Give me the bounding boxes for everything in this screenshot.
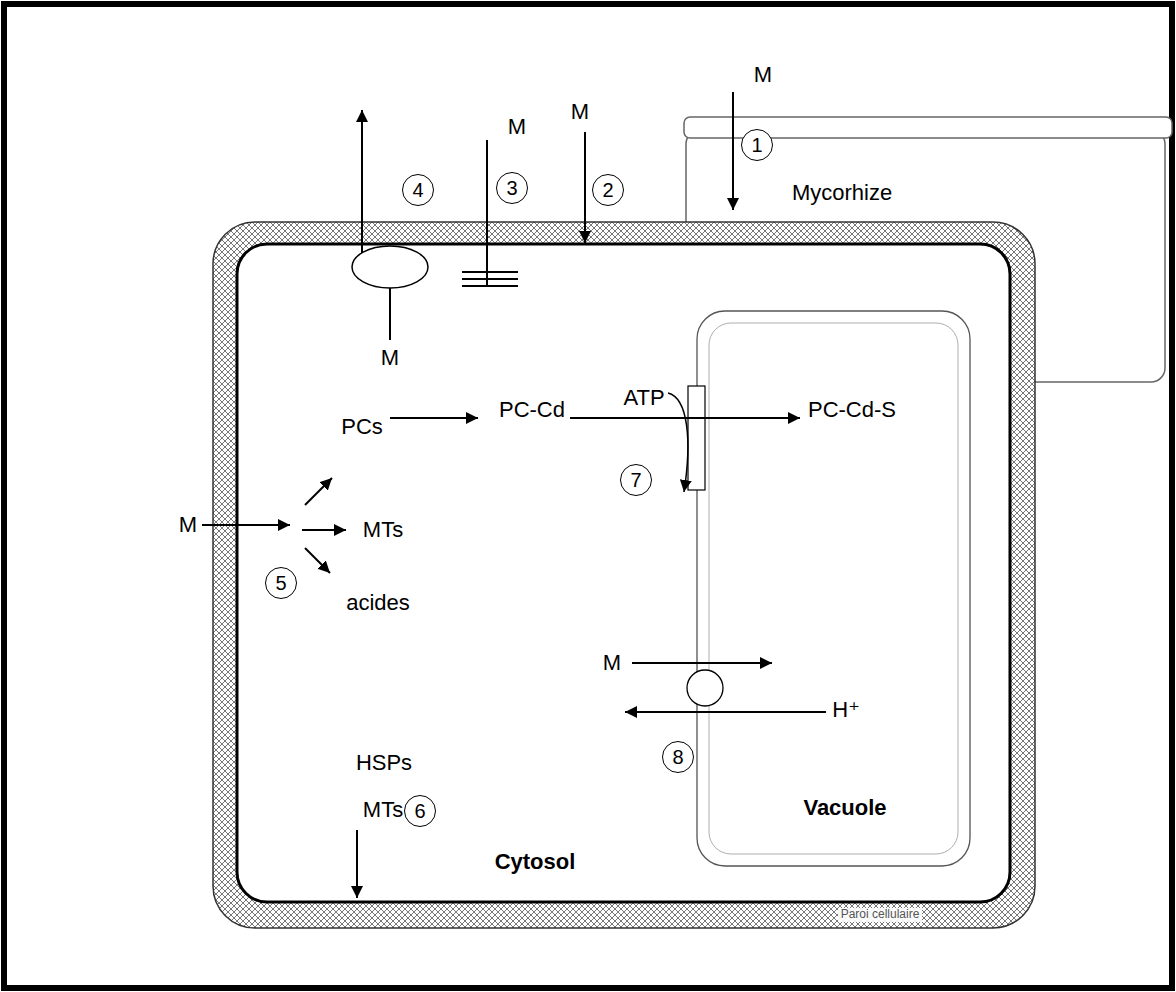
metal-label: M	[603, 650, 621, 675]
cell-wall	[213, 222, 1035, 928]
region-label: Vacuole	[803, 795, 886, 820]
callout-number: 6	[404, 795, 436, 827]
callout-number: 2	[592, 174, 624, 206]
uptake-arrow	[584, 132, 586, 243]
region-label: Cytosol	[495, 849, 576, 874]
plasma-membrane	[237, 244, 1010, 902]
atp-arrow	[668, 393, 688, 492]
callout-number: 8	[662, 741, 694, 773]
molecule-label: MTs	[363, 797, 403, 822]
uptake-arrow	[732, 92, 734, 210]
figure-frame	[4, 4, 1172, 988]
molecule-label: PCs	[341, 414, 383, 439]
molecule-label: MTs	[363, 517, 403, 542]
molecule-label: acides	[346, 590, 410, 615]
metal-label: M	[754, 62, 772, 87]
molecule-label: H⁺	[832, 697, 860, 722]
antiporter	[687, 670, 723, 706]
metal-label: M	[179, 512, 197, 537]
callout-number: 3	[496, 172, 528, 204]
cell-wall-band: VacuoleCytosolParoi cellulaire	[213, 222, 1035, 928]
tonoplast	[697, 311, 970, 866]
channel-symbol	[462, 272, 518, 286]
chelation-arrow	[202, 524, 290, 526]
chelation-arrow	[305, 478, 332, 505]
efflux-arrow	[361, 110, 363, 262]
abc-transporter	[688, 386, 705, 490]
antiport-arrow	[625, 711, 826, 713]
vacuole-region: Vacuole	[697, 311, 970, 866]
callout-number: 4	[402, 174, 434, 206]
callout-number: 7	[620, 464, 652, 496]
metal-label: M	[508, 114, 526, 139]
callout-number: 1	[741, 129, 773, 161]
efflux-line	[389, 288, 391, 340]
binding-arrow	[390, 417, 478, 419]
repair-arrow	[356, 830, 358, 898]
efflux-transporter	[352, 246, 428, 288]
molecule-label: ATP	[623, 385, 664, 410]
region-label: Mycorhize	[792, 180, 892, 205]
cytosol-region: VacuoleCytosol	[237, 244, 1010, 902]
chelation-arrow	[302, 529, 346, 531]
callout-number: 5	[265, 567, 297, 599]
channel-arrow	[486, 140, 488, 286]
molecule-label: PC-Cd-S	[808, 397, 896, 422]
wall-label: Paroi cellulaire	[838, 908, 923, 922]
molecule-label: HSPs	[356, 750, 412, 775]
chelation-arrow	[305, 548, 330, 573]
tonoplast-inner	[709, 323, 958, 854]
molecule-label: PC-Cd	[499, 397, 565, 422]
antiport-arrow	[632, 662, 772, 664]
metal-label: M	[381, 345, 399, 370]
metal-label: M	[571, 99, 589, 124]
